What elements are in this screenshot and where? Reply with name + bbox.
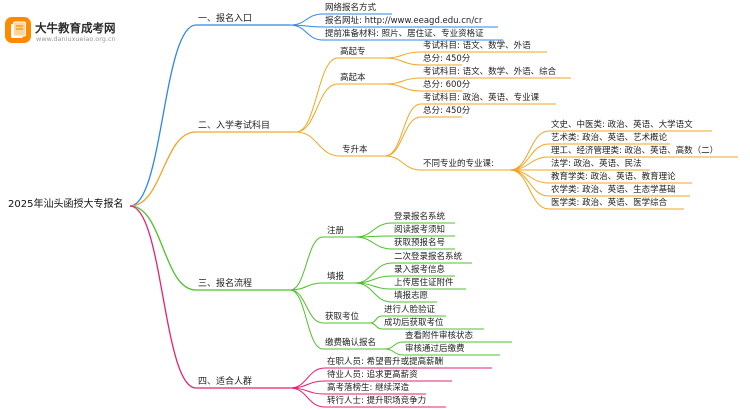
link-root-s3 (129, 205, 197, 291)
node-gqb-score: 总分: 600分 (423, 80, 471, 90)
link-root-s2 (129, 131, 197, 207)
node-kaowei-2: 成功后获取考位 (384, 318, 444, 328)
node-zhuce-2: 阅读报考须知 (394, 225, 446, 235)
node-audience-gaokao: 高考落榜生: 继续深造 (327, 383, 410, 393)
link-s3-g0-k0 (354, 222, 393, 238)
node-online-method: 网络报名方式 (325, 3, 377, 13)
link-zsb-3 (384, 155, 422, 171)
node-zsb-score: 总分: 450分 (423, 106, 471, 116)
node-zhuce-1: 登录报名系统 (394, 212, 446, 222)
node-zsb: 专升本 (342, 145, 368, 155)
node-audience-unemployed: 待业人员: 追求更高薪资 (327, 370, 418, 380)
link-s2-zsb (295, 131, 341, 157)
link-s3-g1-k3 (354, 282, 393, 303)
link-s3-g0-k2 (354, 236, 393, 250)
link-gqb-2 (384, 83, 422, 92)
node-course-nongxue: 农学类: 政治、英语、生态学基础 (551, 185, 676, 195)
link-s1-c2 (289, 24, 324, 41)
node-course-faxue: 法学: 政治、英语、民法 (551, 159, 642, 169)
node-course-yishu: 艺术类: 政治、英语、艺术概论 (551, 133, 668, 143)
node-audience-employed: 在职人员: 希望晋升或提高薪酬 (327, 357, 444, 367)
node-course-ligong: 理工、经济管理类: 政治、英语、高数（二） (551, 146, 719, 156)
link-s3-g2-k0 (369, 315, 383, 324)
node-materials: 提前准备材料: 照片、居住证、专业资格证 (325, 29, 484, 39)
link-zsb-2 (384, 116, 422, 157)
node-zsb-subjects: 考试科目: 政治、英语、专业课 (423, 93, 540, 103)
link-s3-g3-k1 (384, 348, 404, 356)
node-gqb: 高起本 (340, 73, 366, 83)
node-jiaofei: 缴费确认报名 (325, 338, 377, 348)
link-s3-g0 (289, 236, 324, 291)
node-course-wenshi: 文史、中医类: 政治、英语、大学语文 (551, 120, 693, 130)
link-gqz-1 (384, 51, 422, 59)
link-s3-g3 (289, 289, 324, 350)
link-gqz-2 (384, 57, 422, 66)
node-gqz-score: 总分: 450分 (423, 54, 471, 64)
root-topic: 2025年汕头函授大专报名 (8, 199, 124, 210)
logo-url: www.daniuxueiao.org.cn (36, 35, 116, 43)
section-target-audience: 四、适合人群 (198, 377, 253, 387)
node-zhuce: 注册 (327, 226, 345, 236)
site-logo: 大牛教育成考网 www.daniuxueiao.org.cn (5, 13, 155, 49)
node-gqb-subjects: 考试科目: 语文、数学、外语、综合 (423, 67, 557, 77)
node-zsb-major-courses: 不同专业的专业课: (423, 159, 494, 169)
node-zhuce-3: 获取预报名号 (394, 238, 446, 248)
node-gqz: 高起专 (340, 47, 366, 57)
node-gqz-subjects: 考试科目: 语文、数学、外语 (423, 41, 531, 51)
node-registration-url: 报名网址: http://www.eeagd.edu.cn/cr (325, 16, 483, 26)
link-s1-c0 (289, 13, 324, 26)
link-s3-g2-k1 (369, 322, 383, 330)
section-exam-subjects: 二、入学考试科目 (198, 121, 271, 131)
node-tianbao-4: 填报志愿 (394, 291, 429, 301)
link-root-s4 (129, 205, 197, 389)
logo-title: 大牛教育成考网 (35, 21, 116, 35)
link-course-4 (509, 169, 550, 184)
link-gqb-1 (384, 77, 422, 85)
link-course-0 (509, 130, 550, 171)
link-s3-g3-k0 (384, 341, 404, 350)
node-tianbao-1: 二次登录报名系统 (394, 252, 463, 262)
node-kaowei: 获取考位 (325, 312, 360, 322)
node-tianbao-3: 上传居住证附件 (394, 278, 454, 288)
book-icon (5, 17, 31, 43)
node-jiaofei-1: 查看附件审核状态 (405, 331, 474, 341)
section-registration-entry: 一、报名入口 (198, 14, 253, 24)
node-jiaofei-2: 审核通过后缴费 (405, 344, 465, 354)
node-kaowei-1: 进行人脸验证 (384, 305, 436, 315)
node-course-jiaoyu: 教育学类: 政治、英语、教育理论 (551, 172, 676, 182)
node-tianbao: 填报 (327, 272, 345, 282)
link-s3-g1 (289, 282, 324, 291)
link-s2-gqb (295, 83, 339, 133)
link-zsb-1 (384, 103, 422, 157)
node-course-yixue: 医学类: 政治、英语、医学综合 (551, 198, 668, 208)
link-course-6 (509, 169, 550, 210)
node-tianbao-2: 录入报考信息 (394, 265, 446, 275)
node-audience-career: 转行人士: 提升职场竞争力 (327, 396, 427, 406)
section-registration-process: 三、报名流程 (198, 279, 253, 289)
link-s2-gqz (295, 57, 339, 133)
link-course-2 (509, 156, 550, 171)
link-s4-c3 (289, 387, 326, 408)
link-root-s1 (129, 24, 197, 207)
